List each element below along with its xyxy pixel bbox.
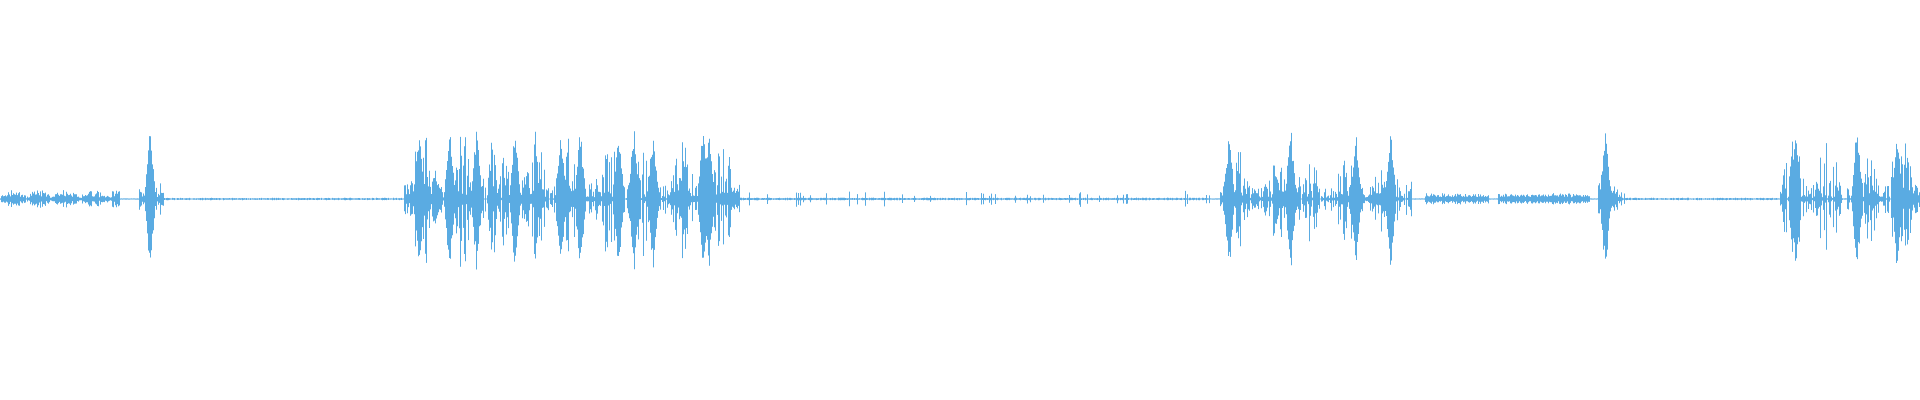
- waveform-bars: [0, 131, 1920, 270]
- waveform-amplitude-path: [0, 131, 1920, 270]
